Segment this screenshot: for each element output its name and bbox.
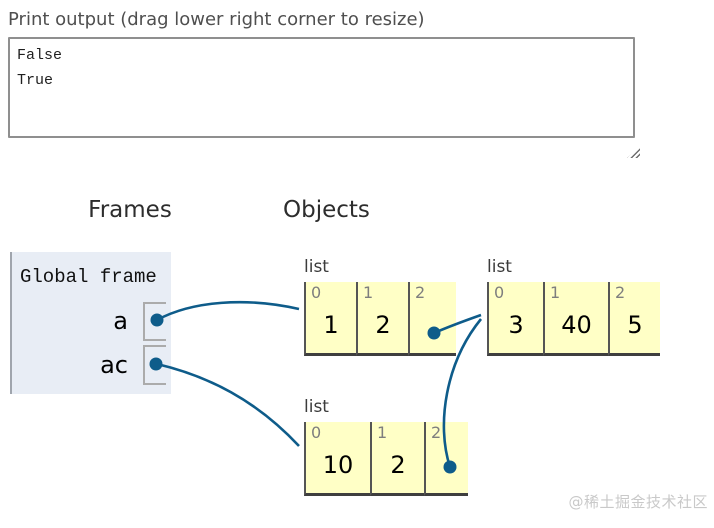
cell-index: 0 (311, 283, 322, 302)
list-type-label: list (304, 397, 329, 417)
cell-value: 5 (627, 311, 643, 339)
print-output-textarea[interactable]: False True (8, 37, 635, 138)
cell-value: 1 (323, 311, 339, 339)
list-cell: 1 2 (370, 422, 424, 496)
variable-name-ac: ac (100, 351, 128, 379)
cell-value: 40 (561, 311, 592, 339)
list-cells: 0 10 1 2 2 (304, 422, 468, 496)
list-cell: 0 10 (304, 422, 370, 496)
cell-index: 2 (415, 283, 426, 302)
cell-index: 1 (363, 283, 374, 302)
arrow-a-to-list1 (156, 300, 300, 322)
list-cell: 0 1 (304, 282, 356, 356)
list-type-label: list (487, 257, 512, 277)
arrow-ac-to-list3 (156, 362, 300, 447)
cell-index: 1 (550, 283, 561, 302)
cell-index: 2 (431, 423, 442, 442)
global-frame-title: Global frame (20, 266, 157, 288)
frames-header: Frames (88, 197, 172, 223)
variable-value-slot-a (143, 302, 166, 341)
cell-index: 2 (615, 283, 626, 302)
list-cell: 2 5 (608, 282, 660, 356)
list-object-3: list 0 10 1 2 2 (304, 397, 468, 496)
cell-value: 2 (390, 451, 406, 479)
cell-value: 2 (375, 311, 391, 339)
list-object-2: list 0 3 1 40 2 5 (487, 257, 660, 356)
cell-index: 1 (377, 423, 388, 442)
resize-grip-icon[interactable] (627, 146, 640, 158)
variable-value-slot-ac (143, 345, 166, 385)
print-output-label: Print output (drag lower right corner to… (8, 9, 425, 30)
list-cells: 0 1 1 2 2 (304, 282, 456, 356)
cell-value: 3 (508, 311, 524, 339)
list-cell-pointer: 2 (408, 282, 456, 356)
list-cell: 1 40 (543, 282, 608, 356)
list-cells: 0 3 1 40 2 5 (487, 282, 660, 356)
list-type-label: list (304, 257, 329, 277)
cell-index: 0 (311, 423, 322, 442)
list-cell: 1 2 (356, 282, 408, 356)
list-cell: 0 3 (487, 282, 543, 356)
cell-value (426, 442, 468, 488)
objects-header: Objects (283, 197, 370, 223)
cell-value (410, 302, 456, 348)
cell-index: 0 (494, 283, 505, 302)
list-object-1: list 0 1 1 2 2 (304, 257, 456, 356)
watermark-text: @稀土掘金技术社区 (568, 493, 708, 511)
variable-name-a: a (113, 307, 128, 335)
cell-value: 10 (322, 451, 354, 479)
list-cell-pointer: 2 (424, 422, 468, 496)
